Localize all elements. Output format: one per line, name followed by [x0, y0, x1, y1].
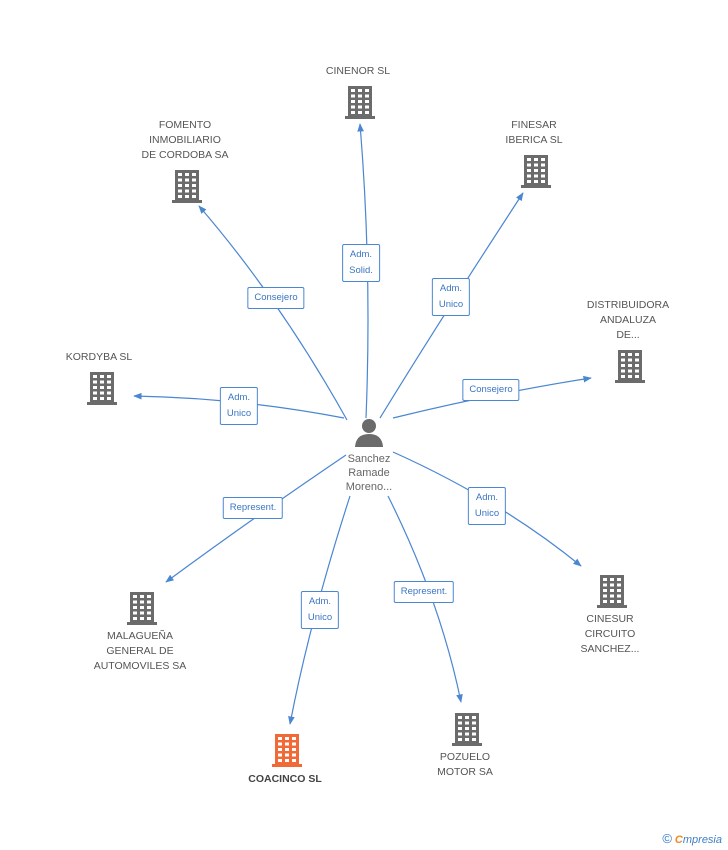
- company-label-cinesur[interactable]: CINESUR CIRCUITO SANCHEZ...: [580, 613, 640, 655]
- building-icon-kordyba[interactable]: [87, 372, 117, 405]
- edge-label-distribuidora[interactable]: Consejero: [462, 379, 520, 401]
- company-label-pozuelo[interactable]: POZUELO MOTOR SA: [437, 751, 493, 778]
- edge-label-fomento[interactable]: Consejero: [247, 287, 305, 309]
- edge-label-pozuelo[interactable]: Represent.: [393, 581, 455, 603]
- company-label-fomento[interactable]: FOMENTO INMOBILIARIO DE CORDOBA SA: [141, 119, 229, 161]
- company-label-distribuidora[interactable]: DISTRIBUIDORA ANDALUZA DE...: [586, 299, 670, 341]
- person-icon[interactable]: [355, 419, 383, 447]
- edge-label-malaguena[interactable]: Represent.: [222, 497, 284, 519]
- brand-logo-initial: C: [674, 834, 683, 846]
- building-icon-cinesur[interactable]: [597, 575, 627, 608]
- building-icon-malaguena[interactable]: [127, 592, 157, 625]
- company-label-finesar[interactable]: FINESAR IBERICA SL: [505, 119, 563, 146]
- brand-logo-text: mpresia: [682, 834, 722, 846]
- edge-label-coacinco[interactable]: Adm. Unico: [300, 591, 340, 629]
- copyright-symbol: ©: [662, 831, 672, 846]
- building-icon-finesar[interactable]: [521, 155, 551, 188]
- footer-brand: ©Cmpresia: [662, 831, 722, 846]
- building-icon-cinenor[interactable]: [345, 86, 375, 119]
- edge-label-finesar[interactable]: Adm. Unico: [431, 278, 471, 316]
- building-icon-distribuidora[interactable]: [615, 350, 645, 383]
- building-icon-pozuelo[interactable]: [452, 713, 482, 746]
- building-icon-coacinco[interactable]: [272, 734, 302, 767]
- company-label-kordyba[interactable]: KORDYBA SL: [65, 351, 133, 363]
- company-label-malaguena[interactable]: MALAGUEÑA GENERAL DE AUTOMOVILES SA: [93, 630, 187, 672]
- edge-label-cinesur[interactable]: Adm. Unico: [467, 487, 507, 525]
- building-icon-fomento[interactable]: [172, 170, 202, 203]
- edge-label-cinenor[interactable]: Adm. Solid.: [342, 244, 380, 282]
- edge-malaguena: [165, 454, 347, 583]
- company-label-cinenor[interactable]: CINENOR SL: [325, 65, 391, 77]
- company-label-coacinco[interactable]: COACINCO SL: [248, 773, 322, 785]
- person-label[interactable]: Sanchez Ramade Moreno...: [345, 453, 393, 493]
- edge-label-kordyba[interactable]: Adm. Unico: [219, 387, 259, 425]
